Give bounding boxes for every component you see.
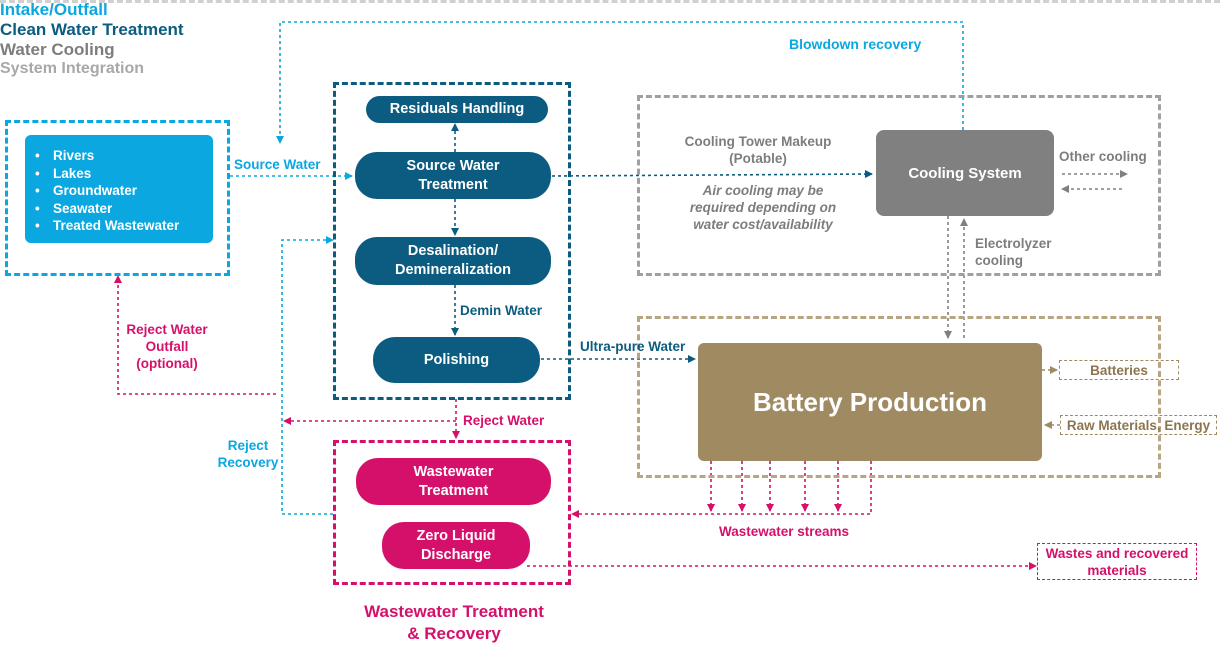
electrolyzer-cooling-label: Electrolyzer cooling <box>975 235 1052 269</box>
wastewater-title-line2: & Recovery <box>407 624 501 643</box>
wastewater-title-line1: Wastewater Treatment <box>364 602 544 621</box>
reject-outfall-line1: Reject Water <box>126 322 208 337</box>
wastewater-frame <box>333 440 571 585</box>
demin-water-label: Demin Water <box>460 303 543 318</box>
zero-liquid-discharge-node: Zero Liquid Discharge <box>382 522 530 569</box>
blowdown-recovery-label: Blowdown recovery <box>789 36 922 52</box>
intake-outfall-frame <box>5 120 230 276</box>
reject-outfall-line2: Outfall <box>145 339 189 354</box>
clean-water-title: Clean Water Treatment <box>0 20 184 39</box>
reject-recovery-line1: Reject <box>227 438 269 453</box>
residuals-handling-node: Residuals Handling <box>366 96 548 123</box>
clean-water-frame <box>333 82 571 400</box>
desalination-node: Desalination/ Demineralization <box>355 237 551 285</box>
desalination-line1: Desalination/ <box>407 243 499 259</box>
intake-outfall-title: Intake/Outfall <box>0 0 108 19</box>
reject-outfall-arrow <box>114 275 276 395</box>
polishing-label: Polishing <box>423 351 490 368</box>
residuals-handling-label: Residuals Handling <box>389 101 525 117</box>
cooling-tower-makeup-label: Cooling Tower Makeup (Potable) <box>668 133 848 167</box>
wastewater-title: Wastewater Treatment & Recovery <box>340 601 568 645</box>
air-cooling-line3: water cost/availability <box>693 217 833 232</box>
source-treatment-line1: Source Water <box>406 157 500 174</box>
intake-source-item: Treated Wastewater <box>35 217 213 235</box>
cooling-makeup-arrow <box>551 170 873 179</box>
batteries-output: Batteries <box>1059 360 1179 380</box>
wastewater-treatment-node: Wastewater Treatment <box>356 458 551 505</box>
cooling-system-node: Cooling System <box>876 130 1054 216</box>
wastewater-streams-label: Wastewater streams <box>719 524 850 539</box>
wastewater-treatment-line2: Treatment <box>418 482 489 499</box>
source-treatment-line2: Treatment <box>418 176 488 193</box>
system-integration-frame <box>637 316 1161 478</box>
blowdown-recovery-arrow <box>276 21 964 144</box>
intake-source-item: Rivers <box>35 147 213 165</box>
air-cooling-line2: required depending on <box>689 200 837 215</box>
cooling-makeup-line1: Cooling Tower Makeup <box>684 134 832 149</box>
source-water-label: Source Water <box>234 157 321 172</box>
top-divider <box>0 0 1220 3</box>
zld-line1: Zero Liquid <box>416 527 496 544</box>
reject-recovery-label: Reject Recovery <box>210 437 286 471</box>
wastes-line2: materials <box>1087 563 1147 578</box>
ultra-pure-water-label: Ultra-pure Water <box>580 339 686 354</box>
water-cooling-title: Water Cooling <box>0 40 115 59</box>
zld-line2: Discharge <box>420 546 492 563</box>
polishing-node: Polishing <box>373 337 540 383</box>
intake-source-item: Seawater <box>35 200 213 218</box>
air-cooling-note: Air cooling may be required depending on… <box>668 182 858 233</box>
air-cooling-line1: Air cooling may be <box>702 183 824 198</box>
wastes-output: Wastes and recovered materials <box>1037 543 1197 580</box>
intake-sources-box: Rivers Lakes Groundwater Seawater Treate… <box>25 135 213 243</box>
intake-source-item: Lakes <box>35 165 213 183</box>
desalination-line2: Demineralization <box>394 262 512 278</box>
reject-recovery-line2: Recovery <box>217 455 279 470</box>
electrolyzer-line1: Electrolyzer <box>975 236 1052 251</box>
reject-outfall-line3: (optional) <box>136 356 198 371</box>
intake-source-item: Groundwater <box>35 182 213 200</box>
system-integration-title: System Integration <box>0 60 145 77</box>
reject-water-outfall-label: Reject Water Outfall (optional) <box>112 321 222 372</box>
wastewater-collector-arrow <box>571 461 872 518</box>
other-cooling-label: Other cooling <box>1059 149 1147 164</box>
reject-water-label: Reject Water <box>463 413 545 428</box>
battery-production-node: Battery Production <box>698 343 1042 461</box>
raw-materials-output: Raw Materials, Energy <box>1060 415 1217 435</box>
electrolyzer-line2: cooling <box>975 253 1023 268</box>
reject-recovery-arrow <box>281 236 334 515</box>
source-water-treatment-node: Source Water Treatment <box>355 152 551 199</box>
water-cooling-frame <box>637 95 1161 276</box>
cooling-makeup-line2: (Potable) <box>729 151 787 166</box>
wastes-line1: Wastes and recovered <box>1045 546 1189 561</box>
wastewater-treatment-line1: Wastewater <box>413 463 494 480</box>
